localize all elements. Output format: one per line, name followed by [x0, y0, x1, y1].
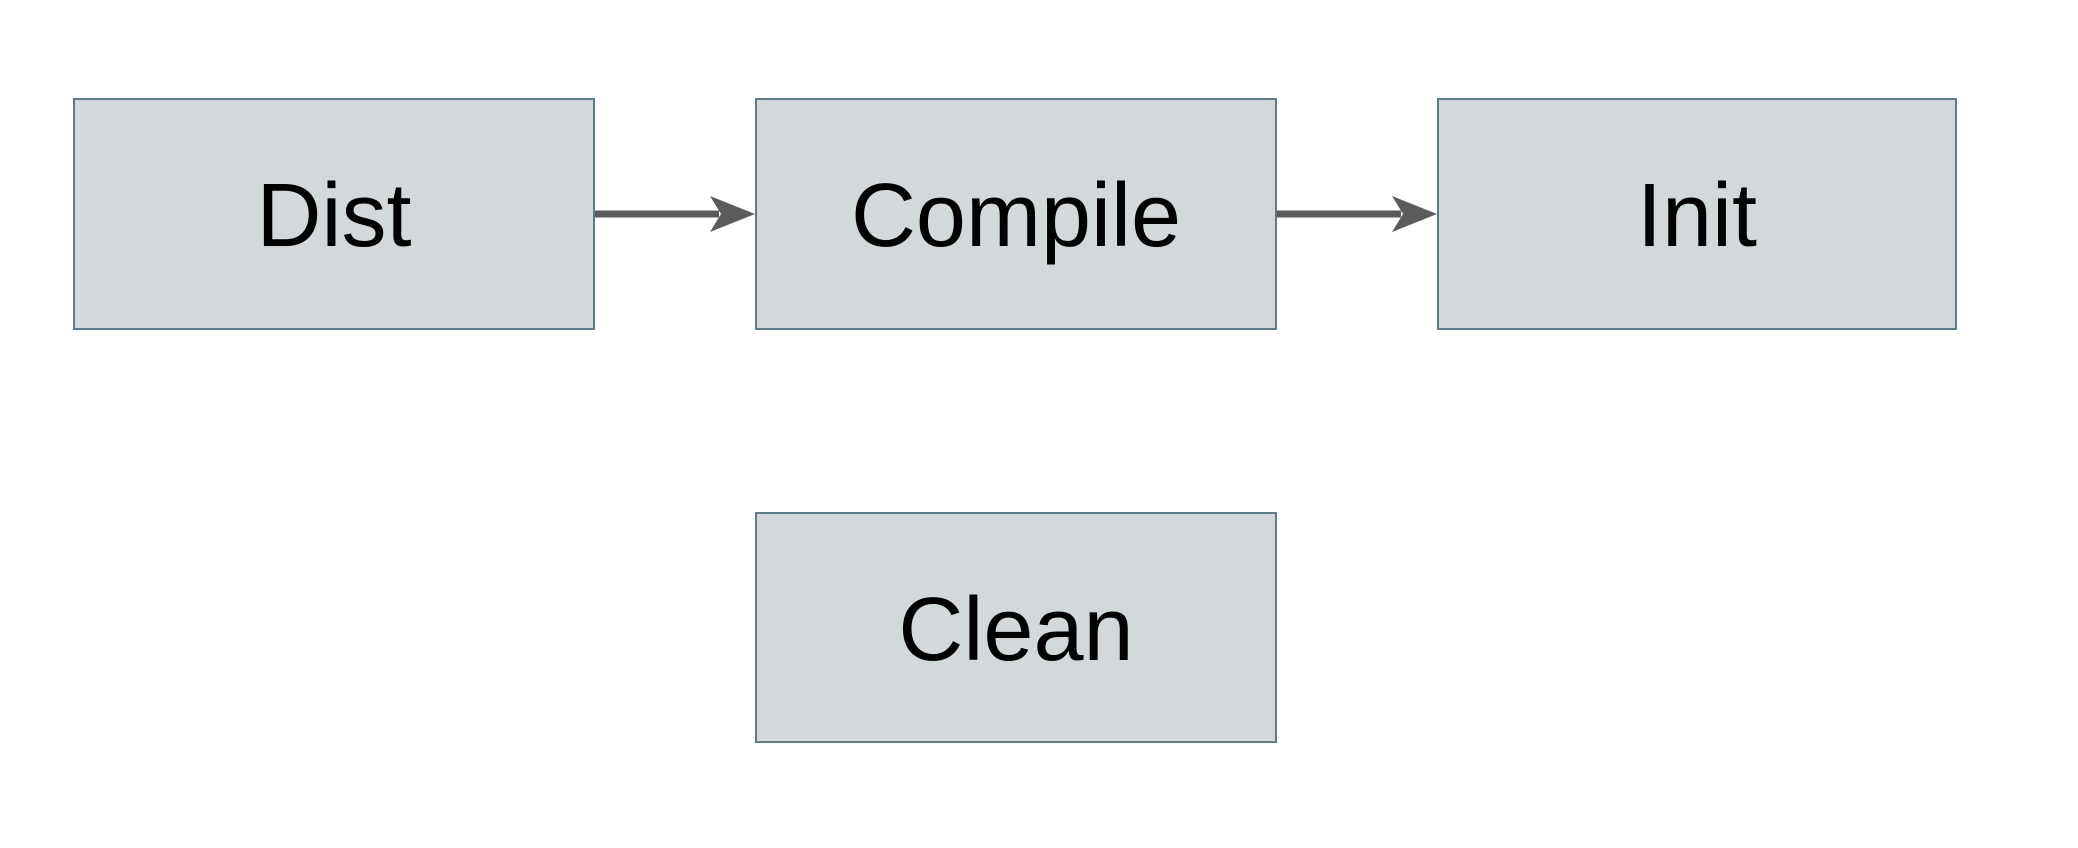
- node-init-label: Init: [1636, 166, 1758, 266]
- arrow-compile-to-init-head-icon: [1392, 196, 1437, 232]
- node-init[interactable]: Init: [1437, 98, 1957, 330]
- arrow-dist-to-compile-head-icon: [710, 196, 755, 232]
- node-clean[interactable]: Clean: [755, 512, 1277, 743]
- node-clean-label: Clean: [898, 579, 1134, 680]
- node-dist[interactable]: Dist: [73, 98, 595, 330]
- node-dist-label: Dist: [256, 166, 412, 266]
- arrow-compile-to-init[interactable]: [1277, 196, 1437, 232]
- arrow-dist-to-compile[interactable]: [595, 196, 755, 232]
- node-compile[interactable]: Compile: [755, 98, 1277, 330]
- node-compile-label: Compile: [850, 166, 1182, 266]
